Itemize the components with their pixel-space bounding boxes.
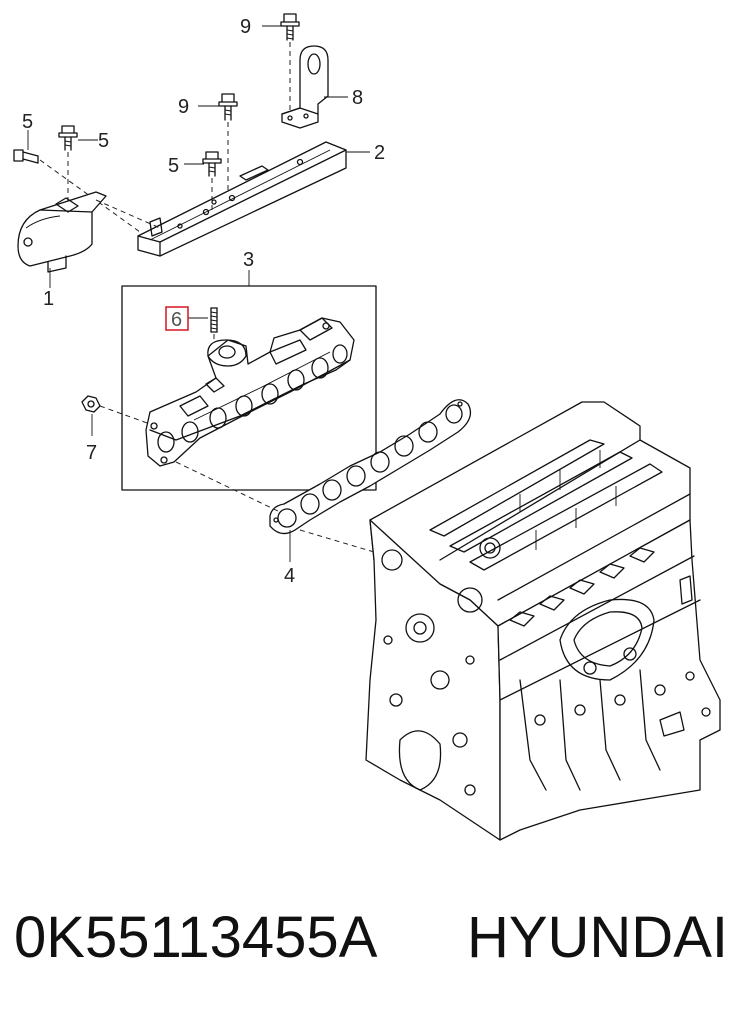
nut-7 xyxy=(81,395,101,413)
bolt-5-middle xyxy=(202,151,222,177)
callout-5-upper: 5 xyxy=(98,130,109,152)
stud-6 xyxy=(210,307,218,333)
callout-5-middle: 5 xyxy=(168,155,179,177)
gasket-4 xyxy=(269,399,472,535)
exploded-parts-diagram: 9 8 9 5 5 2 5 3 1 6 7 4 xyxy=(13,13,721,841)
part-number: 0K55113455A xyxy=(14,905,378,970)
bracket-8 xyxy=(281,45,329,129)
heat-shield-1 xyxy=(17,191,107,273)
callout-9-middle: 9 xyxy=(178,96,189,118)
callout-8: 8 xyxy=(352,87,363,109)
callout-7: 7 xyxy=(86,442,97,464)
heat-shield-2 xyxy=(137,141,347,257)
callout-5-left: 5 xyxy=(22,111,33,133)
callout-3: 3 xyxy=(243,249,254,271)
callout-4: 4 xyxy=(284,565,295,587)
callout-9-top: 9 xyxy=(240,16,251,38)
bolt-5-upper xyxy=(58,125,78,151)
footer-caption: 0K55113455A HYUNDAI xyxy=(0,893,744,983)
callout-6: 6 xyxy=(171,309,182,331)
engine-block xyxy=(365,401,721,841)
callout-1: 1 xyxy=(43,288,54,310)
brand-name: HYUNDAI xyxy=(466,905,728,970)
exhaust-manifold-3 xyxy=(145,317,355,467)
bolt-5-left xyxy=(13,149,39,164)
callout-6-highlight-box xyxy=(165,306,189,331)
bolt-9-middle xyxy=(218,93,238,121)
bolt-9-top xyxy=(280,13,300,41)
callout-2: 2 xyxy=(374,142,385,164)
